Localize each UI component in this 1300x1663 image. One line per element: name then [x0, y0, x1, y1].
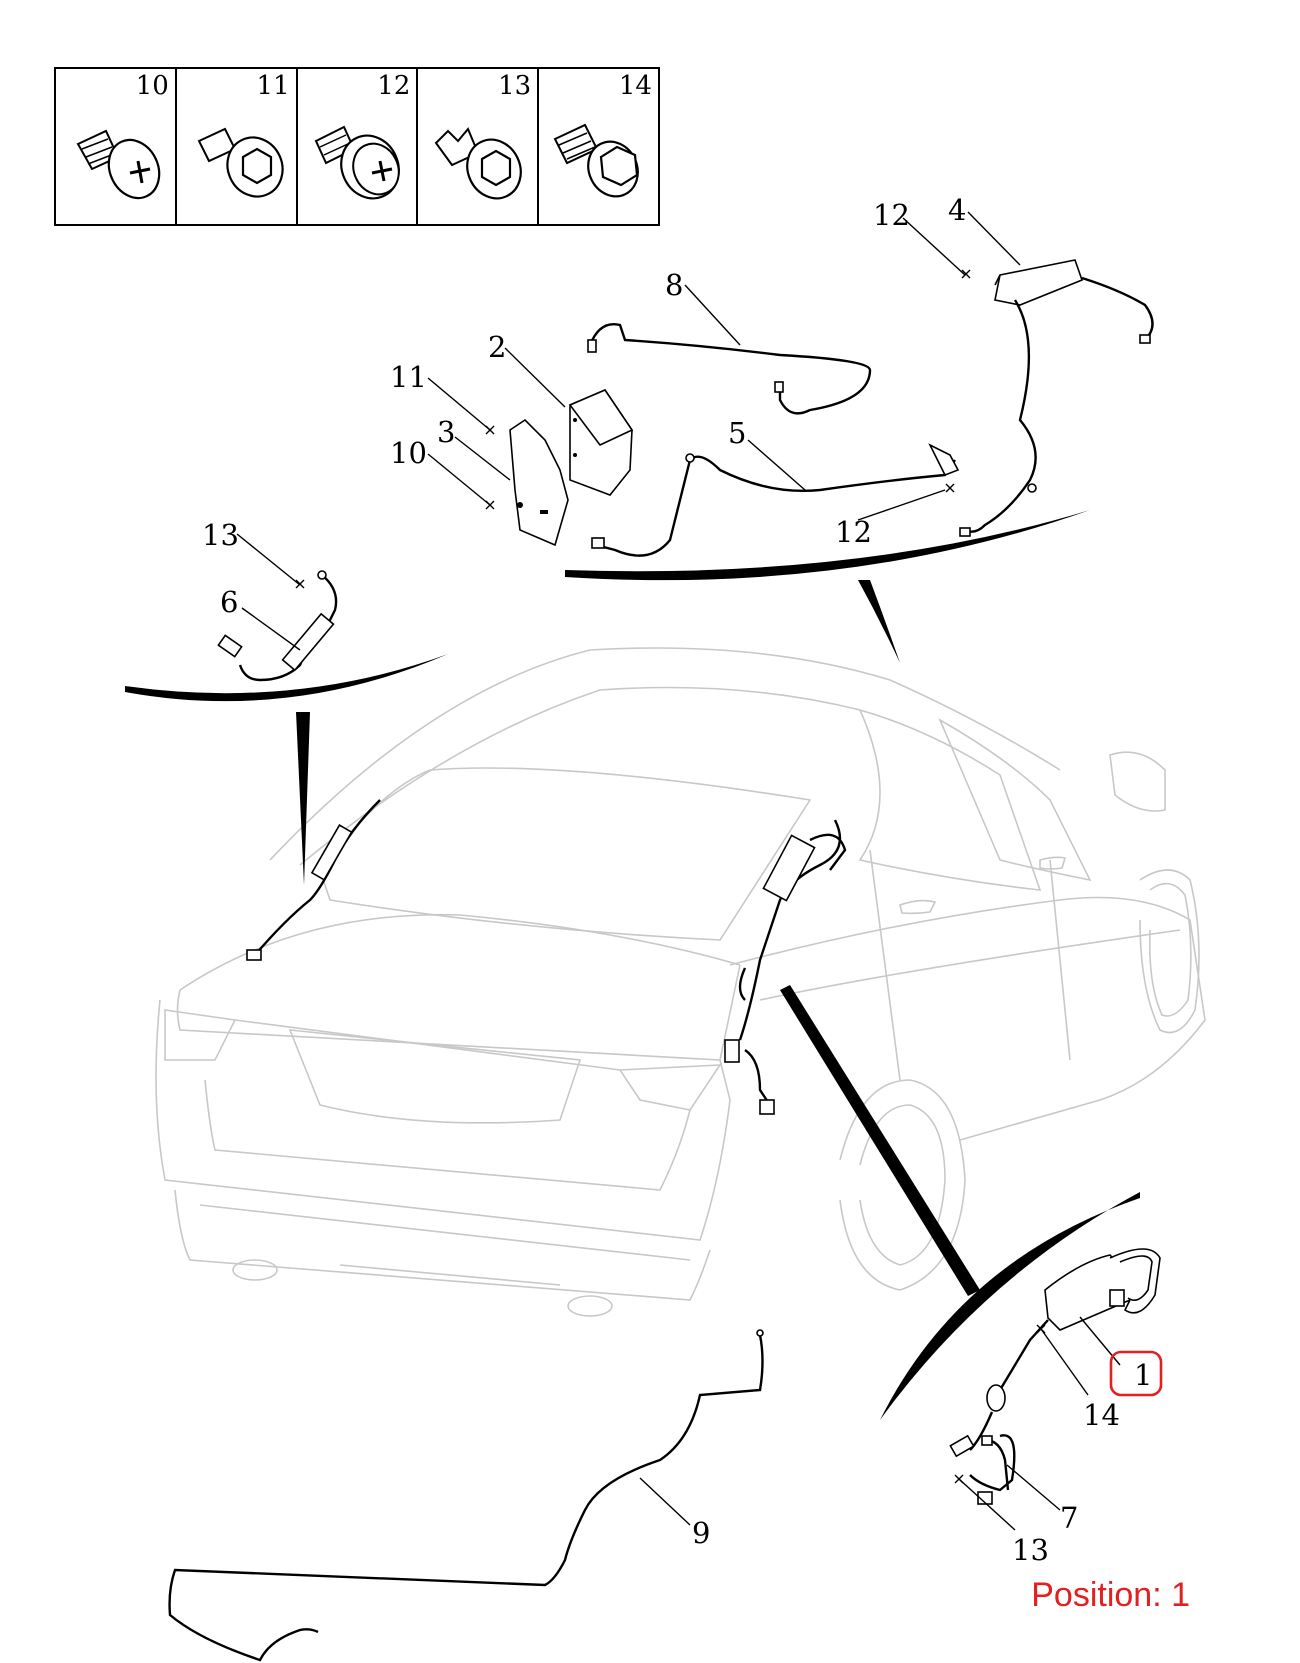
flange-hex-bolt-icon [197, 127, 284, 198]
callout-4: 4 [948, 193, 966, 227]
callout-1: 1 [1134, 1358, 1152, 1392]
fastener-cell-13: 13 [418, 69, 540, 224]
bottom-right-detail-part-1 [949, 1248, 1161, 1505]
fastener-cell-12: 12 [298, 69, 419, 224]
callout-10: 10 [390, 436, 427, 470]
fastener-number: 13 [498, 71, 532, 101]
callout-5: 5 [728, 416, 746, 450]
fastener-table: 10 11 12 13 14 [54, 67, 660, 226]
on-car-harness [246, 799, 847, 1115]
washer-phillips-screw-icon [314, 125, 400, 200]
callout-6: 6 [220, 585, 238, 619]
callout-7: 7 [1060, 1501, 1078, 1535]
callout-14: 14 [1083, 1398, 1120, 1432]
hex-head-bolt-icon [553, 123, 640, 198]
fastener-cell-10: 10 [56, 69, 177, 224]
top-detail [509, 259, 1154, 557]
part-9-cable [168, 1329, 764, 1662]
left-detail-part-6 [217, 570, 338, 682]
fastener-number: 14 [618, 71, 652, 101]
position-label: Position: 1 [1031, 1576, 1190, 1614]
fastener-number: 12 [377, 71, 411, 101]
fastener-number: 10 [135, 71, 169, 101]
callout-13-bottom: 13 [1012, 1533, 1049, 1567]
position-highlight-box [1109, 1350, 1163, 1397]
callout-2: 2 [488, 330, 506, 364]
callout-11: 11 [390, 360, 427, 394]
fastener-cell-11: 11 [177, 69, 298, 224]
callout-12-upper: 12 [873, 198, 910, 232]
car-outline [155, 647, 1206, 1317]
callout-9: 9 [692, 1516, 710, 1550]
pan-head-phillips-screw-icon [76, 129, 161, 200]
callout-8: 8 [665, 268, 683, 302]
fastener-number: 11 [256, 71, 290, 101]
callout-13-left: 13 [202, 518, 239, 552]
clip-hex-bolt-icon [435, 127, 523, 200]
zoom-bands [125, 510, 1140, 1420]
callout-12-lower: 12 [835, 515, 872, 549]
callout-numbers: 1 2 3 4 5 6 7 8 9 10 11 12 12 13 13 14 [202, 193, 1163, 1567]
leader-lines [236, 211, 1121, 1531]
fastener-cell-14: 14 [539, 69, 658, 224]
callout-3: 3 [437, 415, 455, 449]
